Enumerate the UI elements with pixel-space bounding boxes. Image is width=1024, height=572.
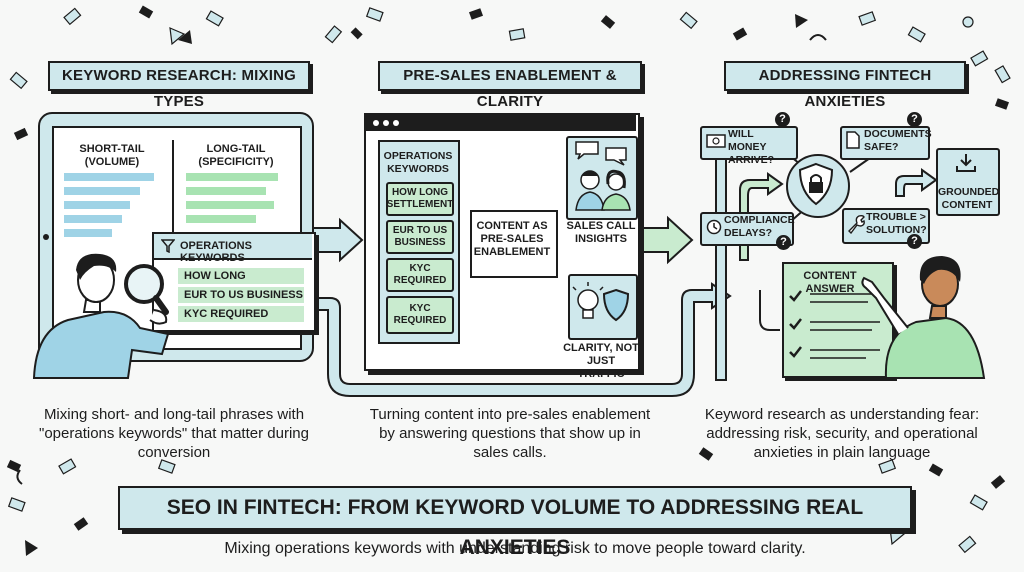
- short-tail-bar: [64, 173, 154, 181]
- window-dot-icon: [373, 120, 379, 126]
- keyword-chip: HOW LONG SETTLEMENT: [178, 268, 304, 298]
- long-tail-bar: [186, 187, 266, 195]
- content-answer-title: CONTENT ANSWER: [803, 270, 857, 295]
- tablet-divider: [172, 140, 174, 236]
- money-icon: [706, 134, 726, 148]
- main-title: SEO IN FINTECH: FROM KEYWORD VOLUME TO A…: [118, 486, 912, 559]
- grounded-content-label: GROUNDED CONTENT: [938, 186, 1000, 211]
- anxiety-money-label: WILL MONEY ARRIVE?: [728, 128, 775, 166]
- caption-pre-sales: Turning content into pre-sales enablemen…: [369, 406, 651, 461]
- question-mark-icon: ?: [776, 235, 791, 250]
- question-mark-icon: ?: [907, 234, 922, 249]
- operations-keywords-title: OPERATIONS KEYWORDS: [180, 240, 252, 264]
- long-tail-bar: [186, 215, 256, 223]
- keyword-chip: EUR TO US BUSINESS: [178, 287, 304, 303]
- presenter-illustration: [861, 256, 986, 379]
- operations-keywords-header: [154, 234, 312, 260]
- short-tail-label: SHORT-TAIL (VOLUME): [79, 143, 145, 168]
- keyword-card: KYC REQUIRED: [386, 296, 454, 334]
- wrench-icon: [848, 214, 865, 234]
- pre-sales-center-box: [470, 210, 558, 278]
- tablet-camera: [43, 234, 49, 240]
- keyword-card: KYC REQUIRED: [386, 258, 454, 292]
- long-tail-bar: [186, 173, 278, 181]
- keyword-chip: KYC REQUIRED: [178, 306, 304, 322]
- short-tail-bar: [64, 229, 112, 237]
- window-dot-icon: [383, 120, 389, 126]
- keyword-card: HOW LONG SETTLEMENT: [386, 182, 454, 216]
- filter-icon: [161, 239, 175, 253]
- lock-shield-icon: [798, 162, 834, 206]
- clock-icon: [706, 219, 722, 235]
- anxiety-money-card: [700, 126, 798, 160]
- main-subtitle: Mixing operations keywords with understa…: [224, 540, 806, 557]
- keyword-card: EUR TO US BUSINESS: [386, 220, 454, 254]
- clarity-label: CLARITY, NOT JUST TRAFFIC: [563, 342, 639, 380]
- section-header-fintech-anxieties: ADDRESSING FINTECH ANXIETIES: [724, 61, 966, 110]
- long-tail-bar: [186, 201, 274, 209]
- download-tray-icon: [956, 154, 976, 172]
- anxiety-documents-label: DOCUMENTS SAFE?: [864, 128, 932, 153]
- video-call-icon: [575, 141, 631, 211]
- anxiety-compliance-label: COMPLIANCE DELAYS?: [724, 214, 795, 239]
- short-tail-bar: [64, 201, 130, 209]
- browser-titlebar: [366, 115, 636, 131]
- checklist-icon: [789, 290, 880, 359]
- caption-keyword-research: Mixing short- and long-tail phrases with…: [39, 406, 309, 461]
- document-icon: [846, 131, 860, 149]
- section-header-keyword-research: KEYWORD RESEARCH: MIXING TYPES: [48, 61, 310, 110]
- caption-fintech-anxieties: Keyword research as understanding fear: …: [704, 406, 980, 461]
- window-dot-icon: [393, 120, 399, 126]
- section-header-pre-sales: PRE-SALES ENABLEMENT & CLARITY: [378, 61, 642, 110]
- pre-sales-center-label: CONTENT AS PRE-SALES ENABLEMENT: [473, 220, 551, 258]
- question-mark-icon: ?: [775, 112, 790, 127]
- grounded-content-card: [936, 148, 1000, 216]
- long-tail-label: LONG-TAIL (SPECIFICITY): [198, 143, 274, 168]
- short-tail-bar: [64, 187, 140, 195]
- researcher-illustration: [32, 253, 170, 379]
- short-tail-bar: [64, 215, 122, 223]
- anxiety-documents-card: [840, 126, 930, 160]
- ops-keywords-column-title: OPERATIONS KEYWORDS: [383, 150, 453, 175]
- anxiety-trouble-label: TROUBLE > SOLUTION?: [866, 211, 927, 236]
- question-mark-icon: ?: [907, 112, 922, 127]
- sales-call-label: SALES CALL INSIGHTS: [566, 220, 636, 245]
- lightbulb-shield-icon: [572, 282, 630, 322]
